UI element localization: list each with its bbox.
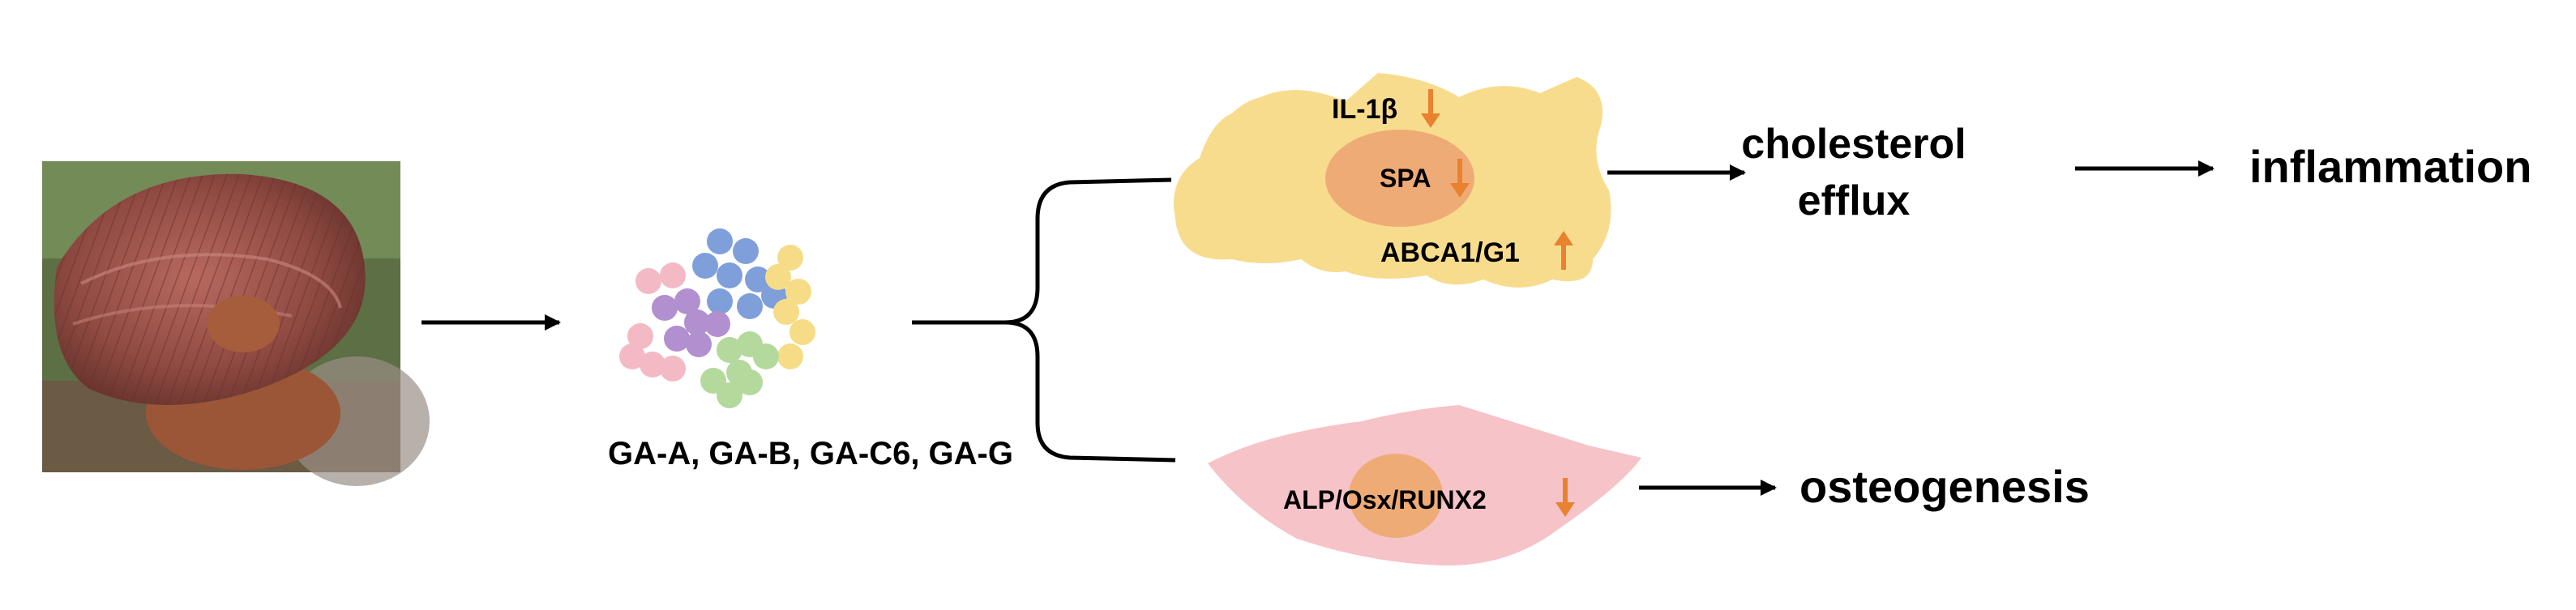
branch-brace: [912, 177, 1172, 325]
outcome-inflammation: inflammation: [2249, 141, 2531, 192]
molecule-dot: [627, 323, 653, 349]
up-arrow-icon: [1554, 231, 1573, 270]
molecule-dot: [773, 299, 799, 325]
down-arrow-icon: [1555, 478, 1575, 517]
molecule-dot: [619, 343, 645, 369]
molecule-dot: [692, 253, 718, 279]
outcome-osteogenesis: osteogenesis: [1799, 461, 2090, 512]
molecule-dot: [785, 279, 811, 305]
molecule-dot: [717, 337, 742, 363]
molecule-dot: [684, 309, 710, 335]
molecule-dot: [660, 262, 686, 288]
marker-il1b: IL-1β: [1332, 94, 1397, 125]
molecule-dot: [707, 288, 733, 314]
arrow-head: [1554, 231, 1573, 245]
molecule-dot: [635, 268, 661, 294]
branch-brace-lower: [1004, 320, 1176, 463]
compounds-label: GA-A, GA-B, GA-C6, GA-G: [608, 436, 1013, 471]
molecule-dot: [777, 343, 803, 369]
molecule-dot: [733, 238, 759, 264]
outcome-efflux: efflux: [1798, 177, 1911, 224]
molecule-dot: [753, 343, 779, 369]
molecule-dot: [652, 295, 678, 321]
molecule-dot: [737, 293, 763, 319]
molecule-dot: [789, 319, 815, 345]
down-arrow-icon: [1421, 89, 1440, 128]
molecule-dot: [704, 311, 730, 337]
osteoblast-cell: [1208, 405, 1641, 566]
molecule-dot: [686, 331, 712, 357]
molecule-dot: [660, 356, 686, 382]
molecule-dot: [674, 288, 700, 314]
marker-abca1-g1: ABCA1/G1: [1380, 237, 1520, 268]
molecule-dot: [737, 369, 763, 395]
osteoblast-nucleus: [1349, 454, 1443, 538]
macrophage-nucleus: [1325, 130, 1474, 227]
molecule-dot: [640, 352, 665, 378]
molecule-dot: [765, 264, 791, 290]
arrow-head: [1555, 502, 1575, 517]
macrophage-cell: [1174, 73, 1611, 288]
arrow-head: [1450, 183, 1470, 198]
marker-spa: SPA: [1380, 164, 1431, 193]
down-arrow-icon: [1450, 159, 1470, 198]
molecule-dot: [717, 262, 742, 288]
molecule-dot: [700, 368, 726, 394]
molecule-dot: [777, 245, 803, 271]
molecule-dot: [745, 267, 771, 292]
compound-molecule-cluster: [619, 228, 815, 408]
reishi-mushroom-photo: [42, 161, 430, 486]
arrow-head: [1421, 113, 1440, 128]
molecule-dot: [707, 228, 733, 254]
molecule-dot: [664, 326, 690, 352]
marker-alp-osx-runx2: ALP/Osx/RUNX2: [1283, 485, 1487, 514]
outcome-cholesterol: cholesterol: [1741, 121, 1966, 168]
